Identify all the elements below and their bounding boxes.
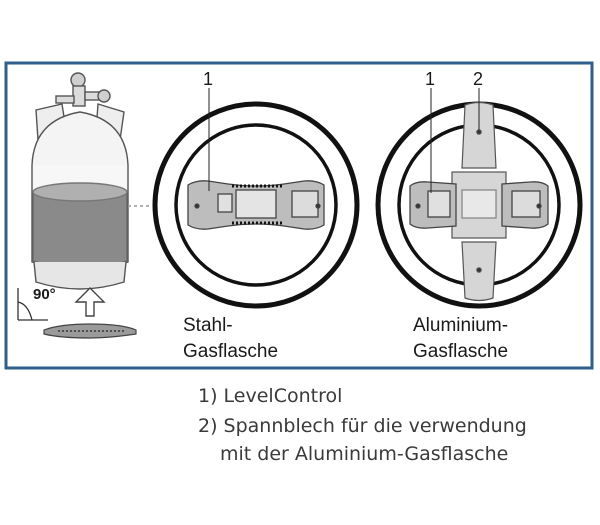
- aluminium-caption-line1: Aluminium-: [413, 315, 508, 336]
- bottle-base-ring: [33, 261, 127, 290]
- valve-knob-icon: [70, 72, 86, 88]
- steel-inner-ring: [174, 123, 338, 287]
- legend-item-1: 1) LevelControl: [198, 385, 343, 407]
- gas-bottle-illustration: [31, 72, 150, 290]
- gas-surface: [32, 182, 128, 202]
- bottle-shoulder: [31, 111, 129, 166]
- device-side-view: [43, 323, 137, 339]
- steel-caption-line2: Gasflasche: [183, 341, 278, 362]
- up-arrow-icon: [74, 287, 106, 317]
- angle-marker: [17, 288, 48, 321]
- steel-level-device: [187, 180, 325, 230]
- valve-left-arm: [55, 95, 75, 104]
- angle-label: 90°: [33, 286, 56, 303]
- steel-callout-1: 1: [203, 69, 213, 89]
- steel-caption-line1: Stahl-: [183, 315, 233, 336]
- aluminium-callout-2: 2: [473, 69, 483, 89]
- aluminium-callout-1: 1: [425, 69, 435, 89]
- legend-item-2-line2: mit der Aluminium-Gasflasche: [220, 443, 509, 465]
- valve-body: [72, 85, 86, 107]
- aluminium-level-device: [409, 181, 549, 229]
- steel-outer-ring: [152, 101, 360, 309]
- legend-item-2-line1: 2) Spannblech für die verwendung: [198, 415, 527, 437]
- valve-wheel-icon: [97, 89, 111, 103]
- aluminium-caption-line2: Gasflasche: [413, 341, 508, 362]
- steel-cylinder-top-view: [152, 101, 360, 309]
- diagram-frame: [4, 61, 594, 370]
